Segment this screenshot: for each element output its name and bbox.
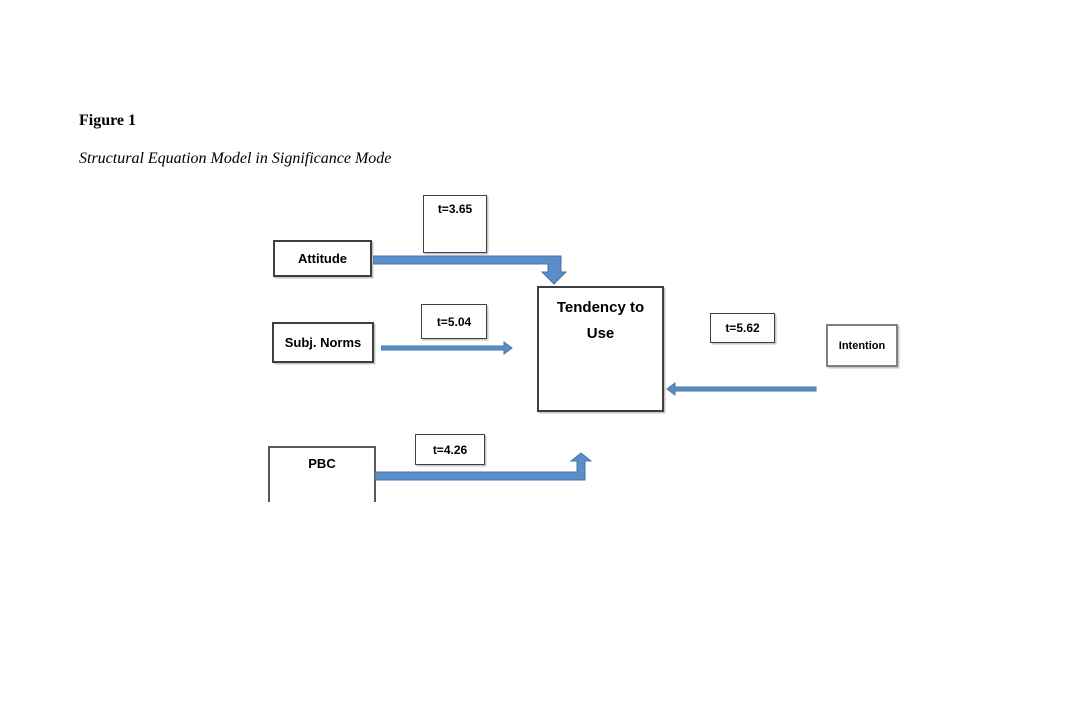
- t-value-box-subj-norms: t=5.04: [421, 304, 487, 339]
- figure-label: Figure 1: [79, 112, 137, 129]
- arrow-intention-to-tendency: [666, 382, 817, 396]
- t-value-pbc-label: t=4.26: [432, 442, 468, 457]
- t-value-subj-norms-label: t=5.04: [436, 314, 472, 329]
- arrow-subj-norms-shape: [381, 341, 513, 355]
- node-tendency-to-use-label: Tendency to Use: [556, 299, 645, 342]
- t-value-box-attitude: t=3.65: [423, 195, 487, 253]
- arrow-attitude-shape: [373, 255, 568, 285]
- t-value-attitude-label: t=3.65: [437, 202, 473, 216]
- node-attitude-label: Attitude: [297, 251, 348, 266]
- node-intention: Intention: [826, 324, 898, 367]
- arrow-intention-shape: [666, 382, 817, 396]
- arrow-attitude-to-tendency: [373, 255, 568, 285]
- node-subj-norms: Subj. Norms: [272, 322, 374, 363]
- arrow-pbc-to-tendency: [375, 452, 593, 481]
- node-tendency-to-use: Tendency to Use: [537, 286, 664, 412]
- figure-title: Structural Equation Model in Significanc…: [79, 150, 392, 167]
- node-pbc-label: PBC: [308, 456, 336, 471]
- t-value-intention-label: t=5.62: [725, 321, 760, 335]
- arrow-pbc-shape: [375, 452, 593, 481]
- arrow-subj-norms-to-tendency: [381, 341, 513, 355]
- node-pbc: PBC: [268, 446, 376, 502]
- node-subj-norms-label: Subj. Norms: [284, 335, 362, 350]
- node-attitude: Attitude: [273, 240, 372, 277]
- t-value-box-intention: t=5.62: [710, 313, 775, 343]
- t-value-box-pbc: t=4.26: [415, 434, 485, 465]
- node-intention-label: Intention: [838, 339, 886, 352]
